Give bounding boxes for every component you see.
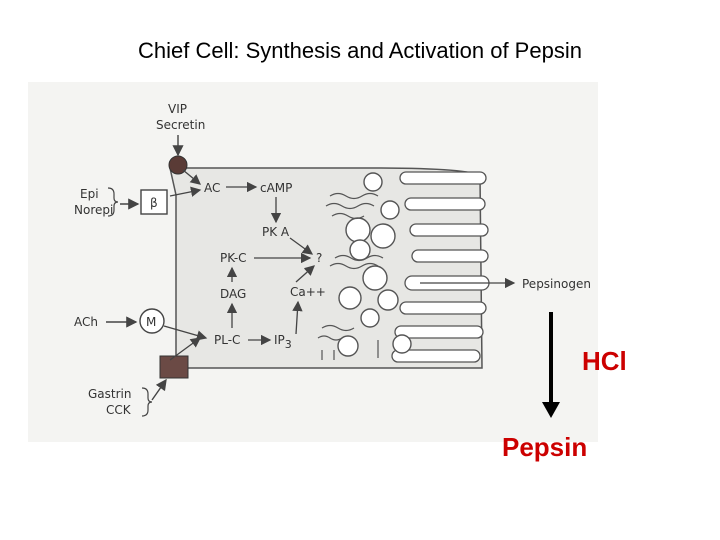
question-label: ? (316, 251, 322, 265)
muscarinic-receptor (139, 308, 165, 334)
vip-receptor (168, 155, 188, 175)
activation-arrow-head (542, 402, 560, 418)
pka-label: PK A (262, 225, 290, 239)
ip3-label: IP3 (274, 333, 292, 351)
dag-label: DAG (220, 287, 246, 301)
gastrin-label: Gastrin (88, 387, 131, 401)
m-label: M (146, 315, 156, 329)
pkc-label: PK-C (220, 251, 247, 265)
pepsin-label: Pepsin (502, 432, 588, 462)
beta-receptor (140, 189, 168, 215)
pepsinogen-label: Pepsinogen (522, 277, 591, 291)
zymogen-granules (337, 172, 412, 357)
ach-label: ACh (74, 315, 98, 329)
cck-receptor (159, 355, 189, 379)
epi-label: Epi (80, 187, 99, 201)
calcium-label: Ca++ (290, 285, 326, 299)
cell-body (169, 167, 483, 369)
plc-label: PL-C (214, 333, 240, 347)
secretin-label: Secretin (156, 118, 205, 132)
page-title: Chief Cell: Synthesis and Activation of … (138, 38, 582, 63)
beta-label: β (150, 196, 158, 210)
endoplasmic-reticulum (317, 192, 384, 360)
hcl-label: HCl (582, 346, 627, 376)
cck-label: CCK (106, 403, 132, 417)
camp-label: cAMP (260, 181, 292, 195)
ac-label: AC (204, 181, 220, 195)
norepi-label: Norepi (74, 203, 113, 217)
vip-label: VIP (168, 102, 187, 116)
